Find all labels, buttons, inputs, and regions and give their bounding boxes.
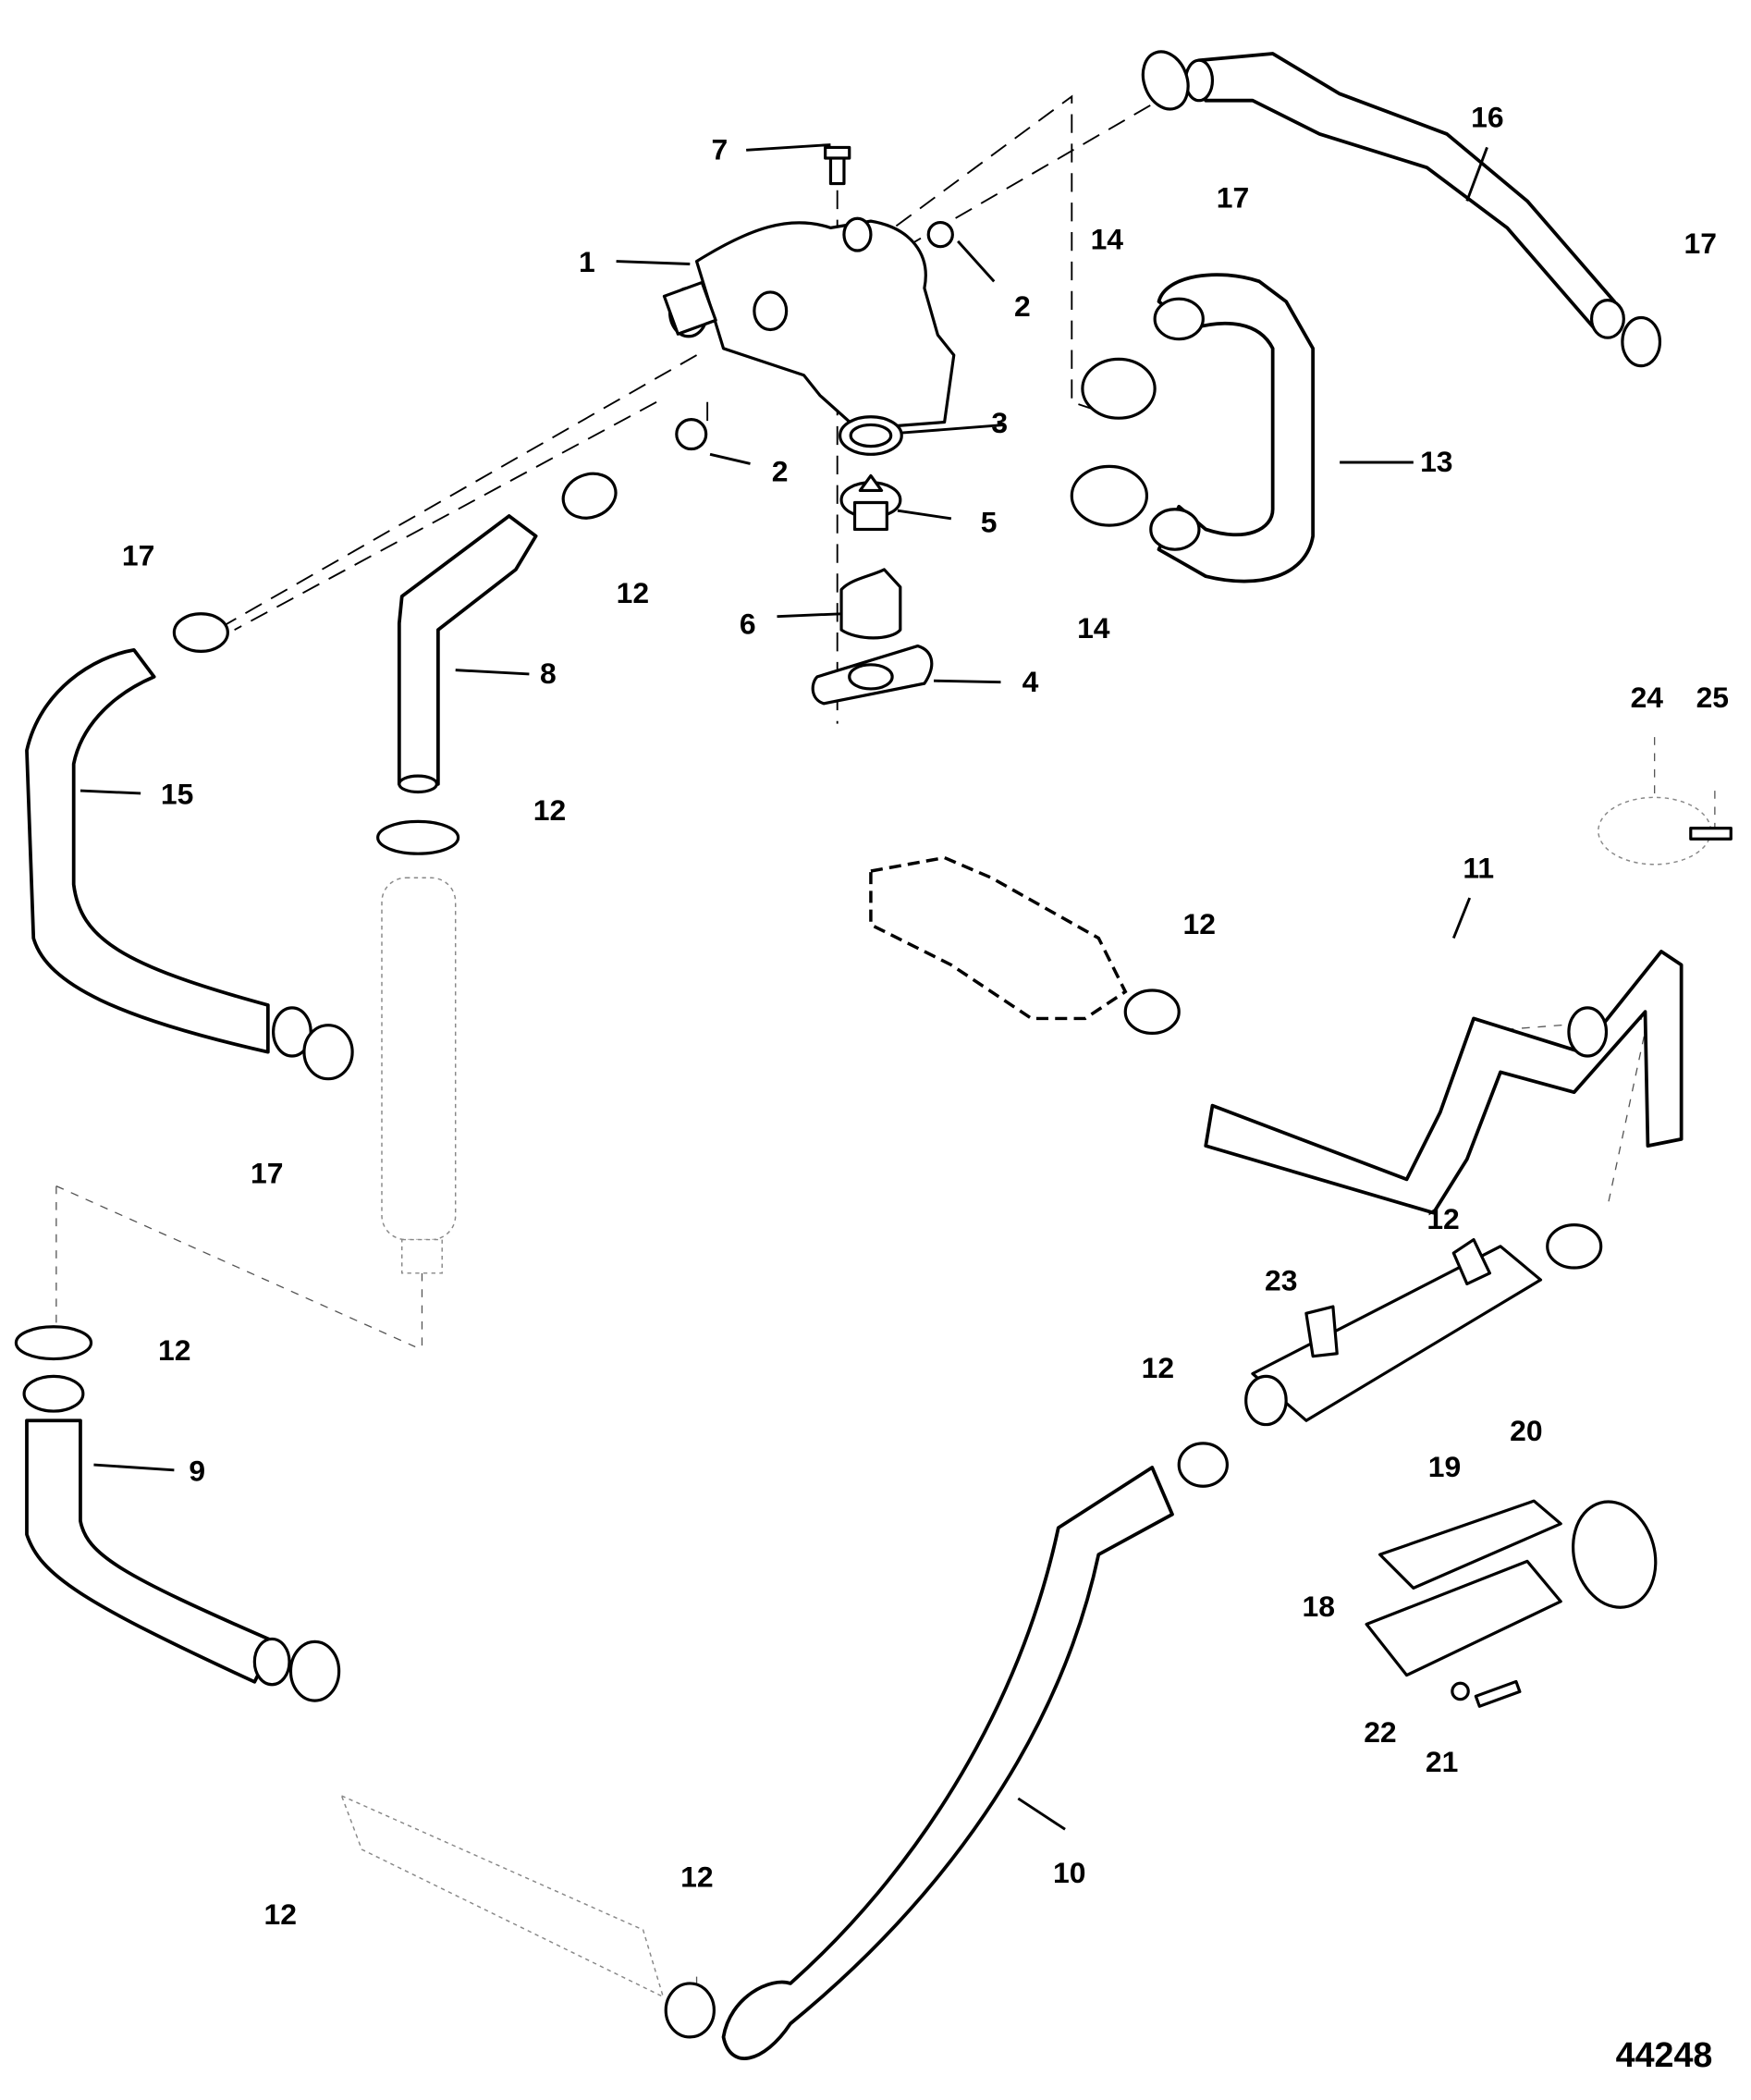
callout-8: 8 [540, 657, 557, 690]
hose-16 [1183, 52, 1625, 339]
callout-24: 24 [1631, 681, 1664, 714]
callout-17: 17 [251, 1157, 283, 1190]
ghost-heat-exchanger [381, 877, 457, 1274]
callout-17: 17 [1684, 227, 1717, 260]
part-plug-2-lower [675, 418, 708, 451]
ghost-lower-pipe [340, 1794, 665, 1998]
callout-19: 19 [1428, 1450, 1461, 1483]
part-gasket-4 [811, 644, 934, 706]
part-thermostat-5 [839, 473, 902, 532]
hose-9 [22, 1374, 291, 1687]
leader-lines [80, 143, 1488, 1831]
hose-8 [397, 514, 538, 794]
callout-16: 16 [1471, 101, 1503, 134]
callout-25: 25 [1696, 681, 1729, 714]
part-23 [1244, 1237, 1543, 1427]
callout-4: 4 [1022, 665, 1039, 698]
part-sleeve-6 [839, 568, 902, 640]
callout-12: 12 [680, 1861, 713, 1894]
part-bolt-7 [824, 145, 851, 186]
callout-3: 3 [991, 406, 1008, 439]
callout-12: 12 [1427, 1202, 1459, 1235]
part-18 [1365, 1559, 1562, 1677]
callout-12: 12 [263, 1897, 296, 1931]
callout-17: 17 [122, 539, 154, 572]
callout-20: 20 [1510, 1414, 1542, 1447]
callout-21: 21 [1426, 1745, 1458, 1778]
callout-9: 9 [189, 1454, 205, 1487]
part-gasket-3 [839, 415, 903, 456]
callout-12: 12 [1142, 1351, 1174, 1384]
callout-2: 2 [772, 454, 789, 487]
part-plug-2-upper [926, 220, 954, 249]
callout-12: 12 [1183, 907, 1216, 940]
callout-6: 6 [740, 608, 756, 641]
callout-1: 1 [579, 245, 595, 278]
callout-12: 12 [617, 576, 649, 609]
callout-5: 5 [981, 505, 998, 538]
part-25-bolt [1689, 827, 1733, 841]
hose-11 [1204, 950, 1684, 1215]
callout-11: 11 [1463, 851, 1494, 884]
callout-12: 12 [158, 1333, 190, 1367]
callout-17: 17 [1217, 181, 1249, 215]
part-20-clamp [1572, 1500, 1658, 1609]
part-21-bolt [1474, 1679, 1522, 1708]
callout-7: 7 [711, 132, 728, 166]
callout-10: 10 [1053, 1856, 1085, 1889]
callout-22: 22 [1364, 1715, 1396, 1749]
part-22-washer [1451, 1681, 1470, 1701]
phantom-pump [869, 855, 1128, 1021]
part-thermostat-housing [662, 216, 956, 431]
callout-14: 14 [1077, 611, 1110, 645]
part-19 [1378, 1499, 1562, 1590]
callout-15: 15 [161, 778, 193, 811]
callout-2: 2 [1014, 289, 1031, 323]
callout-labels: 1 2 2 3 4 5 6 7 8 9 10 11 12 12 12 12 12… [122, 101, 1729, 2074]
callout-12: 12 [533, 793, 566, 827]
callout-14: 14 [1091, 223, 1124, 256]
hose-10 [721, 1466, 1174, 2060]
hose-13 [1149, 273, 1316, 583]
callout-13: 13 [1420, 445, 1452, 478]
callout-23: 23 [1265, 1264, 1297, 1297]
hose-15 [25, 648, 312, 1058]
figure-number: 44248 [1616, 2035, 1713, 2074]
callout-18: 18 [1303, 1590, 1335, 1623]
hose-clamps [14, 50, 1662, 2039]
